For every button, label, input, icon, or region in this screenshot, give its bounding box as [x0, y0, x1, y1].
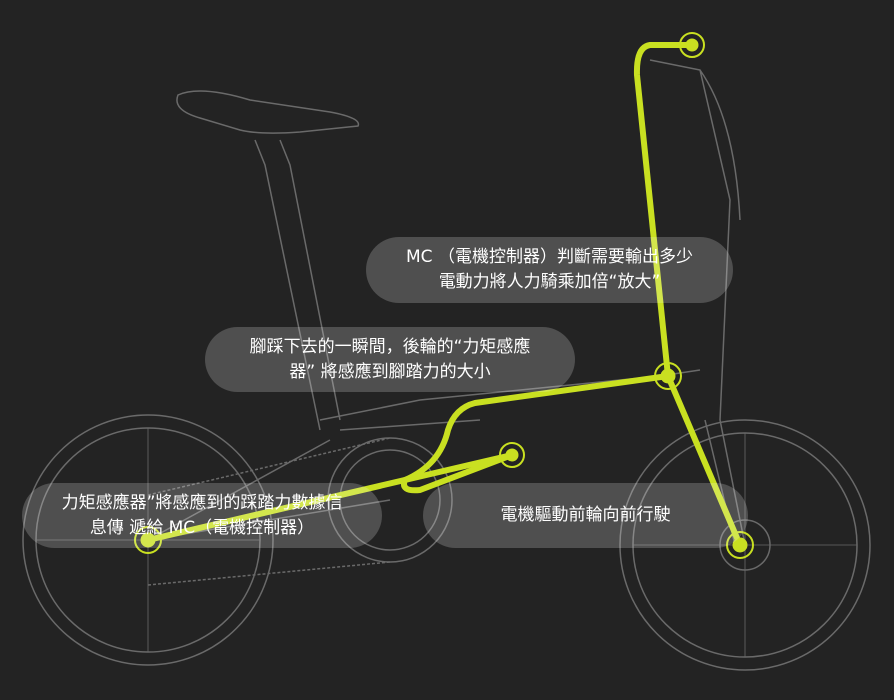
callout-controller-line1: MC （電機控制器）判斷需要輸出多少	[406, 247, 693, 267]
callout-motor: 電機驅動前輪向前行駛	[423, 483, 748, 548]
node-torque-sensor	[134, 526, 162, 554]
callout-motor-line1: 電機驅動前輪向前行駛	[500, 505, 671, 525]
callout-sensor: 力矩感應器”將感應到的踩踏力數據信 息傳 遞給 MC（電機控制器）	[22, 483, 382, 548]
saddle	[176, 90, 360, 134]
signal-nodes	[134, 32, 754, 559]
callout-pedal: 腳踩下去的一瞬間，後輪的“力矩感應 器” 將感應到腳踏力的大小	[205, 327, 575, 392]
callout-sensor-line2: 息傳 遞給 MC（電機控制器）	[89, 517, 315, 538]
frame	[147, 369, 701, 541]
callout-pedal-line1: 腳踩下去的一瞬間，後輪的“力矩感應	[249, 336, 531, 357]
chain	[147, 437, 391, 586]
callout-controller: MC （電機控制器）判斷需要輸出多少 電動力將人力騎乘加倍“放大”	[366, 237, 733, 303]
callout-controller-line2: 電動力將人力騎乘加倍“放大”	[438, 272, 661, 292]
node-front-motor	[726, 531, 754, 559]
front-wheel	[619, 419, 871, 671]
callout-sensor-line1: 力矩感應器”將感應到的踩踏力數據信	[61, 492, 343, 513]
node-handlebar	[679, 32, 705, 58]
node-pedal	[499, 442, 525, 468]
signal-path	[145, 42, 743, 548]
callout-pedal-line2: 器” 將感應到腳踏力的大小	[289, 361, 491, 382]
handlebar-stem	[649, 59, 741, 421]
rear-wheel	[22, 414, 274, 666]
node-controller	[654, 362, 682, 390]
seatpost	[254, 139, 341, 431]
